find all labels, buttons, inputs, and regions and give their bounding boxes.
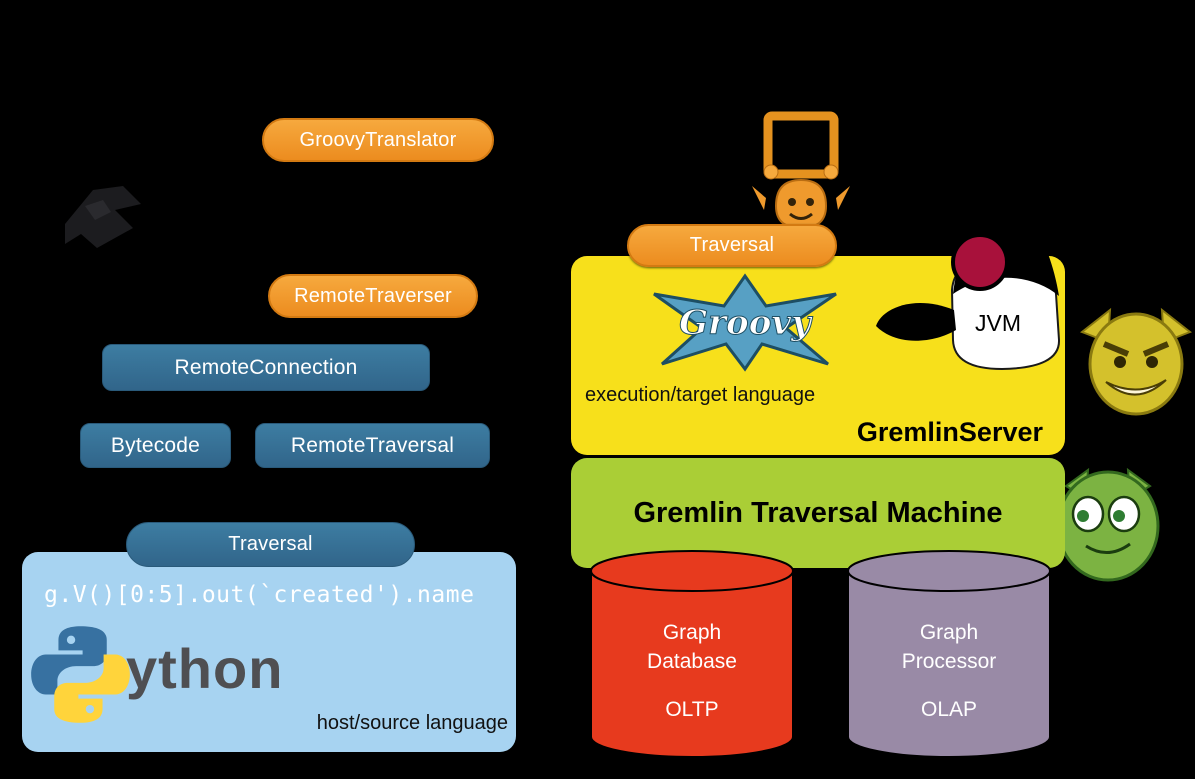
tinkerpop-logo-icon [65, 186, 141, 248]
java-duke-mascot-icon [876, 175, 1061, 371]
traversal-left-label: Traversal [228, 533, 313, 555]
host-language-caption: host/source language [316, 712, 508, 734]
remote-connection-label: RemoteConnection [174, 355, 358, 379]
yellow-gremlin-character-icon [1079, 307, 1193, 416]
graph-processor-label: Graph Processor [901, 621, 997, 673]
gremlin-traversal-machine-title: Gremlin Traversal Machine [633, 496, 1003, 529]
green-gremlin-character-icon [1056, 467, 1160, 582]
oltp-label: OLTP [665, 698, 719, 721]
groovy-translator-label: GroovyTranslator [299, 128, 457, 151]
graph-database-label: Graph Database [647, 621, 737, 673]
bytecode-label: Bytecode [110, 433, 201, 457]
gremlin-code-snippet: g.V()[0:5].out(`created').name [44, 582, 475, 608]
jvm-label: JVM [975, 310, 1021, 336]
gremlin-traversal-machine-panel: Gremlin Traversal Machine [571, 458, 1065, 568]
remote-traversal-label: RemoteTraversal [290, 433, 455, 457]
remote-traverser-label: RemoteTraverser [294, 284, 452, 307]
bytecode-box: Bytecode [80, 423, 231, 468]
traversal-pill-left: Traversal [126, 522, 415, 567]
graph-database-cylinder: Graph Database OLTP [588, 548, 796, 760]
orange-gremlin-character-icon [752, 111, 850, 230]
groovy-logo-icon: Groovy [653, 273, 837, 372]
groovy-translator-pill: GroovyTranslator [262, 118, 494, 162]
gremlin-server-title: GremlinServer [856, 417, 1043, 447]
cylinder-shape [847, 550, 1051, 758]
traversal-pill-right: Traversal [627, 224, 837, 267]
execution-language-caption: execution/target language [585, 384, 816, 406]
remote-traversal-box: RemoteTraversal [255, 423, 490, 468]
remote-connection-box: RemoteConnection [102, 344, 430, 391]
graph-processor-cylinder: Graph Processor OLAP [845, 548, 1053, 760]
groovy-logo-text: Groovy [679, 303, 813, 343]
olap-label: OLAP [920, 698, 978, 721]
cylinder-shape [590, 550, 794, 758]
python-wordmark: ython [126, 637, 284, 700]
traversal-right-label: Traversal [689, 234, 775, 256]
remote-traverser-pill: RemoteTraverser [268, 274, 478, 318]
python-logo-icon [31, 626, 130, 723]
